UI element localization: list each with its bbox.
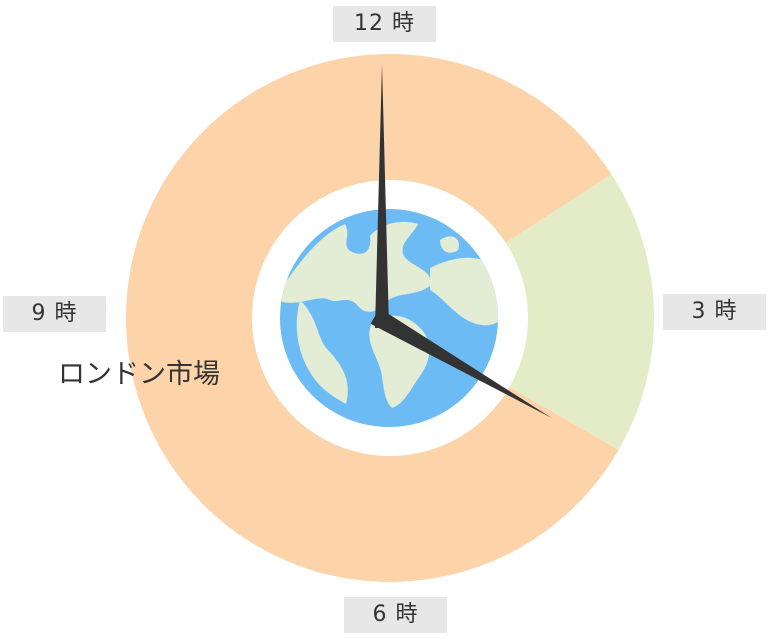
hour-hand — [370, 308, 552, 418]
hour-label-3: 3 時 — [663, 294, 766, 330]
hour-label-6: 6 時 — [344, 597, 447, 633]
hour-label-9: 9 時 — [3, 296, 106, 332]
clock-hands — [370, 64, 552, 418]
globe-land — [280, 221, 498, 408]
hour-label-12: 12 時 — [333, 6, 436, 42]
minute-hand — [375, 64, 389, 328]
market-label: ロンドン市場 — [58, 359, 220, 390]
